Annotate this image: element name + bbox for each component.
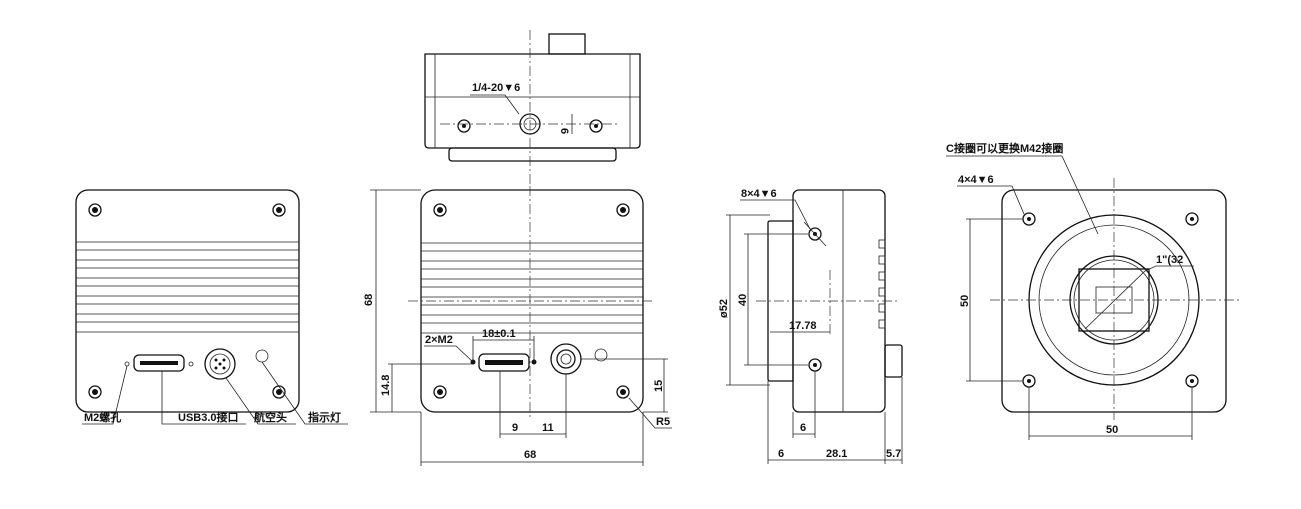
lens-width-dim: 50 — [1106, 424, 1118, 436]
front-view: 68 68 14.8 15 9 11 18±0.1 2×M2 R5 — [363, 186, 672, 466]
side-dim-6-a: 6 — [800, 422, 806, 434]
indicator-callout: 指示灯 — [308, 410, 341, 424]
front-dim-15: 15 — [653, 380, 665, 392]
side-diameter-dim: ø52 — [718, 299, 730, 318]
side-dim-6-b: 6 — [778, 448, 784, 460]
lens-hole-note: 4×4▼6 — [958, 174, 994, 186]
side-height-40-dim: 40 — [737, 294, 749, 306]
side-view: 8×4▼6 ø52 40 17.78 6 6 28.1 5.7 — [718, 188, 903, 464]
lens-view: C接圈可以更换M42接圈 4×4▼6 1"(32 50 50 — [946, 141, 1240, 440]
front-radius-dim: R5 — [656, 416, 670, 428]
usb-port-icon — [124, 354, 194, 372]
side-offset-dim: 17.78 — [789, 320, 817, 332]
side-holes — [808, 227, 822, 372]
front-usb-port-icon — [470, 353, 537, 372]
thread-note: 1/4-20▼6 — [472, 82, 520, 94]
front-usb-spacing-dim: 18±0.1 — [482, 328, 516, 340]
indicator-led-icon — [255, 349, 269, 363]
top-depth-dim: 6 — [558, 128, 570, 134]
top-view-body — [424, 53, 641, 149]
side-hole-note: 8×4▼6 — [741, 188, 777, 200]
corner-screws — [88, 203, 286, 399]
side-depth-5-7-dim: 5.7 — [886, 448, 901, 460]
front-height-dim: 68 — [363, 294, 375, 306]
aviation-plug-icon — [204, 348, 236, 380]
top-connector — [548, 33, 586, 55]
front-aviation-plug-icon — [550, 343, 582, 375]
sensor-note: 1"(32 — [1156, 254, 1183, 266]
front-dim-14-8: 14.8 — [380, 375, 392, 396]
side-depth-28-1-dim: 28.1 — [826, 448, 847, 460]
aviation-plug-callout: 航空头 — [254, 410, 287, 424]
side-lens-mount — [767, 220, 794, 382]
lens-height-dim: 50 — [959, 295, 971, 307]
front-screw-note: 2×M2 — [425, 334, 453, 346]
back-view: M2螺孔 USB3.0接口 航空头 指示灯 — [75, 189, 348, 425]
front-indicator-icon — [594, 348, 608, 362]
front-width-dim: 68 — [524, 449, 536, 461]
front-dim-9: 9 — [512, 422, 518, 434]
top-view: 1/4-20▼6 6 — [424, 30, 641, 186]
front-dim-11: 11 — [542, 422, 554, 434]
side-fins — [878, 239, 886, 329]
top-lens-flange — [448, 147, 617, 162]
front-heat-sink-fins — [421, 242, 643, 334]
adapter-note: C接圈可以更换M42接圈 — [946, 141, 1063, 155]
m2-hole-callout: M2螺孔 — [84, 410, 121, 424]
back-view-outline — [75, 189, 300, 413]
front-corner-screws — [433, 203, 630, 399]
heat-sink-fins — [76, 241, 299, 333]
usb-port-callout: USB3.0接口 — [178, 410, 239, 424]
side-connector — [884, 344, 903, 378]
back-view-leaders — [82, 361, 348, 425]
